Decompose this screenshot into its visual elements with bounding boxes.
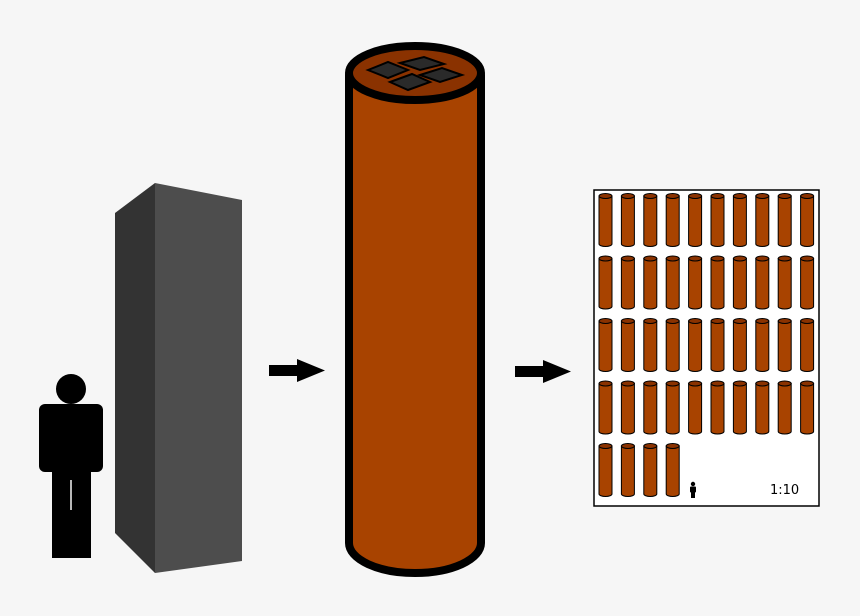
scale-label: 1:10 bbox=[770, 483, 799, 498]
mini-cylinder bbox=[665, 443, 680, 497]
mini-cylinder bbox=[777, 380, 792, 435]
person-silhouette-icon bbox=[39, 374, 103, 558]
mini-cylinder bbox=[732, 255, 747, 310]
mini-cylinder bbox=[665, 193, 680, 247]
mini-cylinder bbox=[665, 255, 680, 310]
mini-cylinder-grid bbox=[598, 193, 815, 497]
mini-cylinder bbox=[665, 318, 680, 372]
mini-cylinder bbox=[800, 255, 815, 310]
mini-cylinder bbox=[800, 193, 815, 247]
right-arrow-icon bbox=[515, 360, 571, 383]
mini-cylinder bbox=[643, 443, 658, 497]
mini-cylinder bbox=[665, 380, 680, 435]
cylinder-grid-panel: 1:10 bbox=[593, 189, 820, 507]
right-arrow-icon bbox=[269, 359, 325, 382]
mini-cylinder bbox=[777, 193, 792, 247]
rust-cylinder bbox=[345, 42, 485, 577]
gray-tower-front-face bbox=[155, 183, 242, 573]
cylinder-body bbox=[345, 71, 485, 577]
mini-cylinder bbox=[688, 318, 703, 372]
mini-cylinder bbox=[755, 255, 770, 310]
gray-tower bbox=[115, 183, 242, 573]
mini-cylinder bbox=[755, 318, 770, 372]
mini-cylinder bbox=[732, 193, 747, 247]
mini-cylinder bbox=[643, 380, 658, 435]
gray-tower-side-face bbox=[115, 183, 155, 573]
mini-cylinder bbox=[755, 380, 770, 435]
small-person-icon bbox=[690, 481, 696, 498]
mini-cylinder bbox=[598, 380, 613, 435]
cylinder-top-panels bbox=[365, 55, 466, 92]
cylinder-top bbox=[345, 42, 485, 104]
mini-cylinder bbox=[688, 255, 703, 310]
mini-cylinder bbox=[643, 193, 658, 247]
mini-cylinder bbox=[800, 380, 815, 435]
mini-cylinder bbox=[643, 318, 658, 372]
person-torso bbox=[39, 404, 103, 472]
mini-cylinder bbox=[688, 193, 703, 247]
mini-cylinder bbox=[598, 255, 613, 310]
mini-cylinder bbox=[620, 443, 635, 497]
mini-cylinder bbox=[710, 193, 725, 247]
mini-cylinder bbox=[688, 380, 703, 435]
mini-cylinder bbox=[710, 380, 725, 435]
mini-cylinder bbox=[777, 318, 792, 372]
mini-cylinder bbox=[598, 443, 613, 497]
person-left-leg bbox=[52, 462, 72, 558]
mini-cylinder bbox=[732, 318, 747, 372]
mini-cylinder bbox=[620, 380, 635, 435]
mini-cylinder bbox=[643, 255, 658, 310]
mini-cylinder bbox=[620, 255, 635, 310]
mini-cylinder bbox=[732, 380, 747, 435]
mini-cylinder bbox=[777, 255, 792, 310]
mini-cylinder bbox=[710, 318, 725, 372]
mini-cylinder bbox=[620, 193, 635, 247]
mini-cylinder bbox=[710, 255, 725, 310]
mini-cylinder bbox=[598, 318, 613, 372]
person-head bbox=[56, 374, 86, 404]
person-right-leg bbox=[71, 462, 91, 558]
mini-cylinder bbox=[800, 318, 815, 372]
mini-cylinder bbox=[598, 193, 613, 247]
mini-cylinder bbox=[755, 193, 770, 247]
mini-cylinder bbox=[620, 318, 635, 372]
